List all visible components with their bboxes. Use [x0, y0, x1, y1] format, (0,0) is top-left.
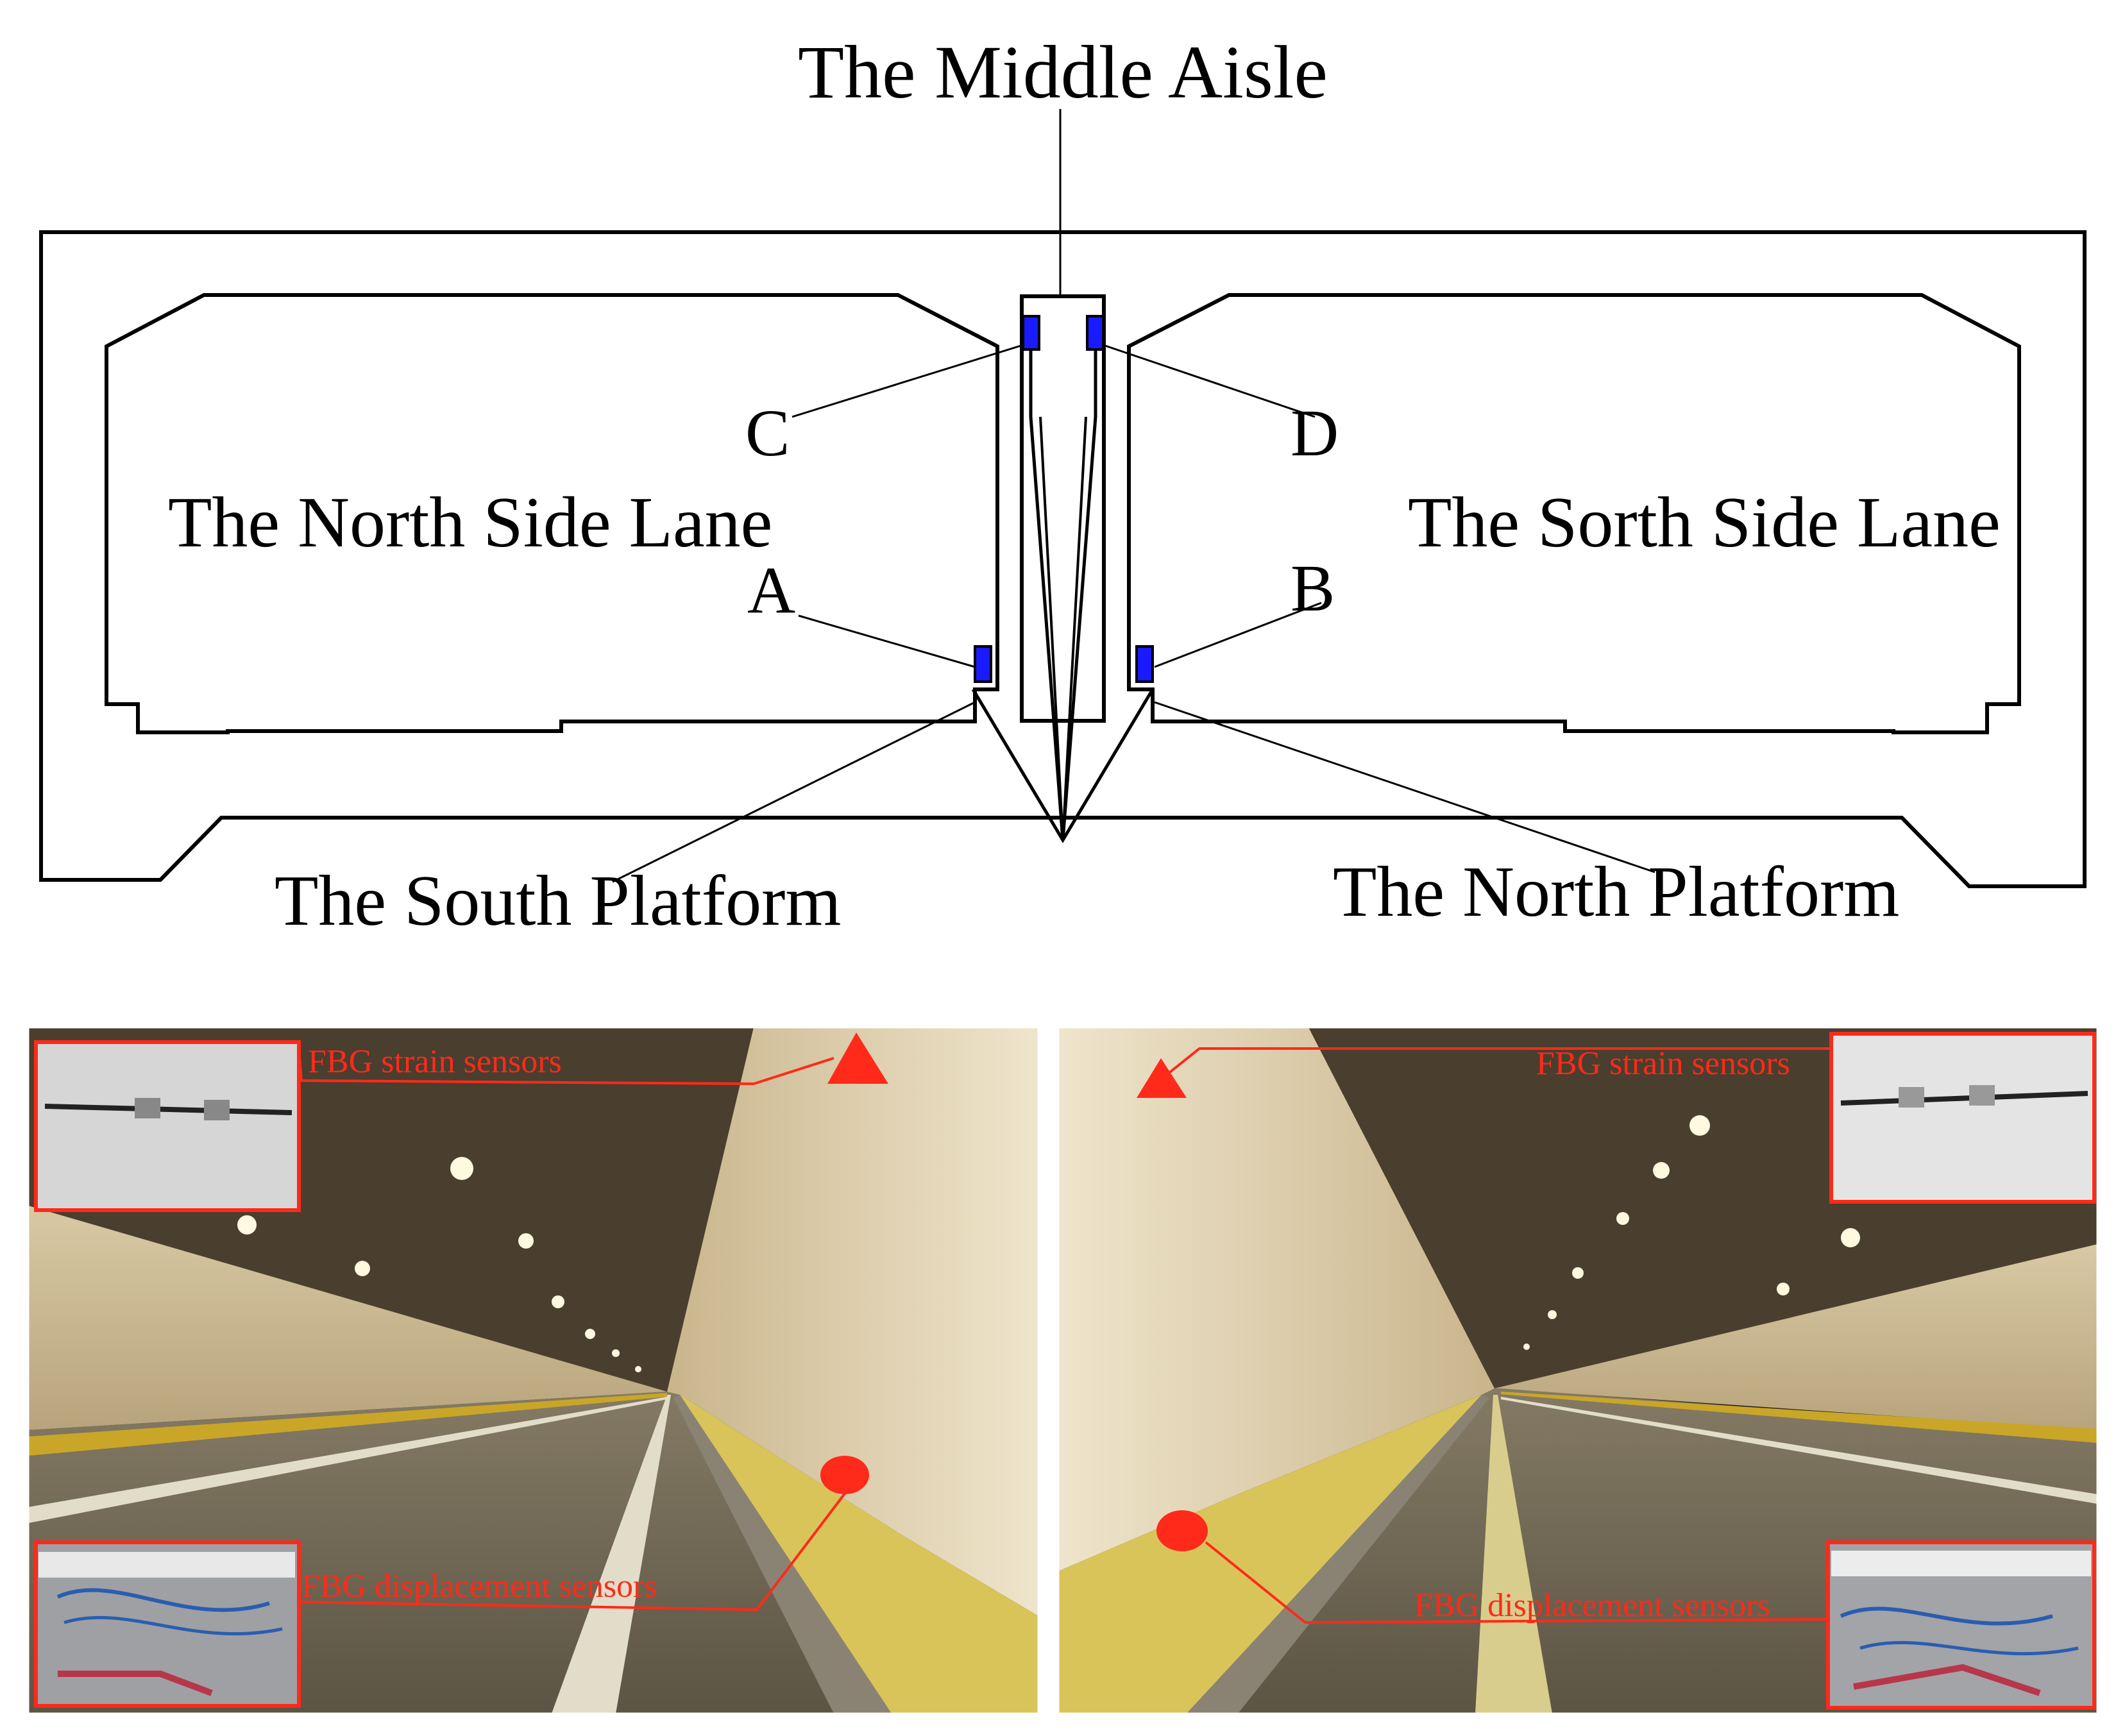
leader-d [1103, 344, 1316, 418]
south-platform-label: The South Platform [275, 861, 841, 941]
middle-aisle-title: The Middle Aisle [798, 30, 1328, 114]
north-lane-cell [105, 293, 999, 734]
point-b-label: B [1291, 552, 1335, 625]
strain-sensor-marker-right [1137, 1058, 1187, 1098]
sensor-b-marker [1135, 645, 1154, 683]
diagram-labels: The Middle Aisle The North Side Lane The… [168, 30, 2001, 941]
south-side-lane-label: The Sorth Side Lane [1408, 483, 2001, 562]
photo-left-annotations: FBG strain sensors FBG displacement sens… [34, 1032, 888, 1708]
point-c-label: C [745, 396, 790, 470]
sensor-d-marker [1086, 315, 1105, 351]
displacement-sensor-caption-left: FBG displacement sensors [301, 1568, 657, 1605]
sensor-a-marker [974, 645, 992, 683]
south-lane-cell [1127, 293, 2021, 734]
leader-north-platform [1154, 701, 1655, 873]
photo-right-frame [1057, 1026, 2099, 1715]
photo-right-annotations: FBG strain sensors FBG displacement sens… [1137, 1032, 2096, 1710]
north-side-lane-label: The North Side Lane [168, 483, 772, 562]
tunnel-cross-section [39, 109, 2087, 888]
leader-b [1154, 602, 1322, 668]
point-d-label: D [1291, 396, 1339, 470]
photo-left-frame [27, 1026, 1040, 1715]
point-a-label: A [747, 553, 795, 627]
strain-sensor-caption-left: FBG strain sensors [308, 1043, 562, 1080]
strain-sensor-inset-right [1829, 1032, 2096, 1204]
leader-south-platform [612, 701, 976, 883]
middle-aisle [1020, 294, 1106, 723]
north-platform-label: The North Platform [1333, 852, 1899, 932]
lower-funnel [971, 688, 1155, 843]
leader-c [792, 344, 1024, 418]
displacement-sensor-marker-right [1156, 1510, 1208, 1551]
strain-sensor-inset-left [34, 1040, 301, 1212]
sensor-markers [974, 315, 1154, 683]
sensor-c-marker [1022, 315, 1040, 351]
strain-sensor-marker-left [827, 1032, 888, 1084]
displacement-sensor-marker-left [820, 1456, 869, 1494]
leader-a [798, 614, 976, 668]
displacement-sensor-caption-right: FBG displacement sensors [1414, 1587, 1770, 1624]
tunnel-outline [39, 230, 2087, 888]
strain-sensor-caption-right: FBG strain sensors [1536, 1045, 1790, 1082]
